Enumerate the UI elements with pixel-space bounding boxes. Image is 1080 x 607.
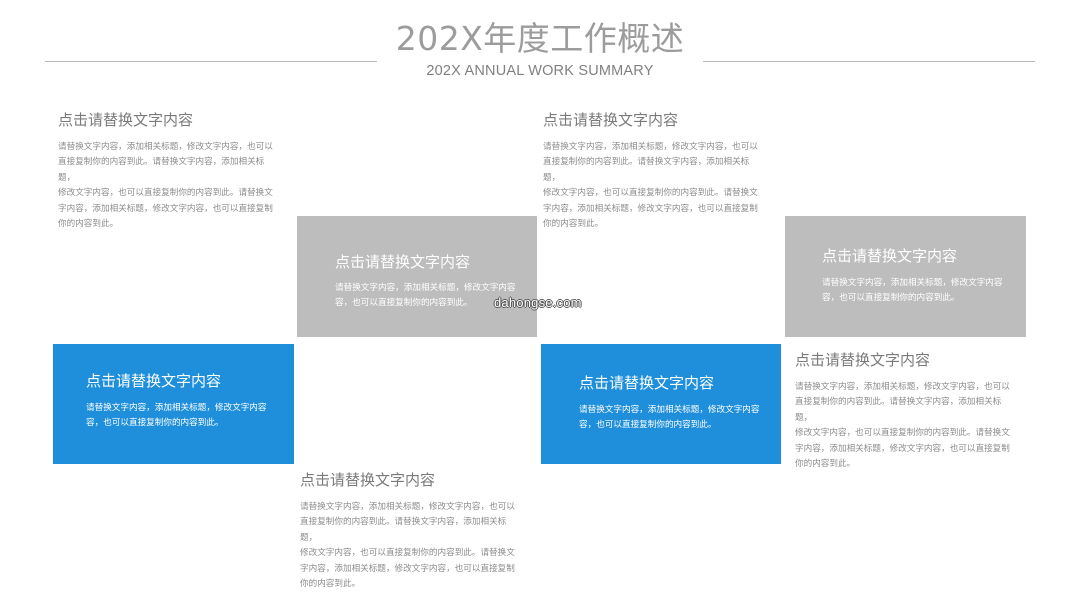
text-block: 点击请替换文字内容 请替换文字内容，添加相关标题，修改文字内容，也可以 直接复制… <box>300 470 522 592</box>
text-block-body: 请替换文字内容，添加相关标题，修改文字内容，也可以 直接复制你的内容到此。请替换… <box>543 140 765 232</box>
body-line: 字内容，添加相关标题，修改文字内容，也可以直接复制 <box>300 563 515 574</box>
text-block: 点击请替换文字内容 请替换文字内容，添加相关标题，修改文字内容，也可以 直接复制… <box>543 110 765 232</box>
text-block-body: 请替换文字内容，添加相关标题，修改文字内容，也可以 直接复制你的内容到此。请替换… <box>58 140 280 232</box>
body-line: 你的内容到此。 <box>795 459 856 470</box>
box-heading: 点击请替换文字内容 <box>579 374 715 392</box>
header-rule-right <box>703 61 1035 62</box>
watermark: dahongse.com <box>494 295 582 310</box>
page-title: 202X年度工作概述 <box>395 19 685 58</box>
body-line: 请替换文字内容，添加相关标题，修改文字内容，也可以 <box>300 502 515 512</box>
text-block-body: 请替换文字内容，添加相关标题，修改文字内容，也可以 直接复制你的内容到此。请替换… <box>300 500 522 592</box>
header-rule-left <box>45 61 377 62</box>
body-line: 字内容，添加相关标题，修改文字内容，也可以直接复制 <box>543 203 758 214</box>
body-line: 请替换文字内容，添加相关标题，修改文字内容 <box>86 403 267 413</box>
text-block-heading: 点击请替换文字内容 <box>543 111 679 129</box>
body-line: 修改文字内容，也可以直接复制你的内容到此。请替换文 <box>300 548 515 559</box>
box-heading: 点击请替换文字内容 <box>822 247 958 265</box>
body-line: 修改文字内容，也可以直接复制你的内容到此。请替换文 <box>58 188 273 199</box>
box-body: 请替换文字内容，添加相关标题，修改文字内容 容，也可以直接复制你的内容到此。 <box>86 401 278 432</box>
gray-content-box: 点击请替换文字内容 请替换文字内容，添加相关标题，修改文字内容 容，也可以直接复… <box>785 216 1026 337</box>
body-line: 修改文字内容，也可以直接复制你的内容到此。请替换文 <box>543 188 758 199</box>
text-block: 点击请替换文字内容 请替换文字内容，添加相关标题，修改文字内容，也可以 直接复制… <box>58 110 280 232</box>
box-body: 请替换文字内容，添加相关标题，修改文字内容 容，也可以直接复制你的内容到此。 <box>335 281 523 312</box>
gray-content-box: 点击请替换文字内容 请替换文字内容，添加相关标题，修改文字内容 容，也可以直接复… <box>297 216 537 337</box>
body-line: 请替换文字内容，添加相关标题，修改文字内容，也可以 <box>795 382 1010 392</box>
body-line: 请替换文字内容，添加相关标题，修改文字内容，也可以 <box>58 142 273 152</box>
body-line: 请替换文字内容，添加相关标题，修改文字内容 <box>579 405 760 415</box>
body-line: 请替换文字内容，添加相关标题，修改文字内容 <box>822 278 1003 288</box>
body-line: 请替换文字内容，添加相关标题，修改文字内容 <box>335 283 516 293</box>
body-line: 容，也可以直接复制你的内容到此。 <box>822 293 960 304</box>
text-block-heading: 点击请替换文字内容 <box>300 471 436 489</box>
box-body: 请替换文字内容，添加相关标题，修改文字内容 容，也可以直接复制你的内容到此。 <box>579 403 769 434</box>
body-line: 容，也可以直接复制你的内容到此。 <box>579 420 717 431</box>
body-line: 请替换文字内容，添加相关标题，修改文字内容，也可以 <box>543 142 758 152</box>
text-block-body: 请替换文字内容，添加相关标题，修改文字内容，也可以 直接复制你的内容到此。请替换… <box>795 380 1017 472</box>
box-heading: 点击请替换文字内容 <box>335 253 471 271</box>
body-line: 直接复制你的内容到此。请替换文字内容，添加相关标题， <box>543 157 750 183</box>
body-line: 字内容，添加相关标题，修改文字内容，也可以直接复制 <box>795 443 1010 454</box>
body-line: 修改文字内容，也可以直接复制你的内容到此。请替换文 <box>795 428 1010 439</box>
box-heading: 点击请替换文字内容 <box>86 372 222 390</box>
body-line: 直接复制你的内容到此。请替换文字内容，添加相关标题， <box>795 397 1002 423</box>
body-line: 字内容，添加相关标题，修改文字内容，也可以直接复制 <box>58 203 273 214</box>
body-line: 直接复制你的内容到此。请替换文字内容，添加相关标题， <box>300 517 507 543</box>
blue-content-box: 点击请替换文字内容 请替换文字内容，添加相关标题，修改文字内容 容，也可以直接复… <box>53 344 294 464</box>
body-line: 你的内容到此。 <box>58 219 119 230</box>
page-subtitle: 202X ANNUAL WORK SUMMARY <box>426 63 654 79</box>
text-block-heading: 点击请替换文字内容 <box>58 111 194 129</box>
body-line: 直接复制你的内容到此。请替换文字内容，添加相关标题， <box>58 157 265 183</box>
blue-content-box: 点击请替换文字内容 请替换文字内容，添加相关标题，修改文字内容 容，也可以直接复… <box>541 344 781 464</box>
text-block: 点击请替换文字内容 请替换文字内容，添加相关标题，修改文字内容，也可以 直接复制… <box>795 350 1017 472</box>
body-line: 容，也可以直接复制你的内容到此。 <box>335 298 473 309</box>
body-line: 你的内容到此。 <box>300 579 361 590</box>
text-block-heading: 点击请替换文字内容 <box>795 351 931 369</box>
body-line: 容，也可以直接复制你的内容到此。 <box>86 418 224 429</box>
body-line: 你的内容到此。 <box>543 219 604 230</box>
box-body: 请替换文字内容，添加相关标题，修改文字内容 容，也可以直接复制你的内容到此。 <box>822 276 1012 307</box>
